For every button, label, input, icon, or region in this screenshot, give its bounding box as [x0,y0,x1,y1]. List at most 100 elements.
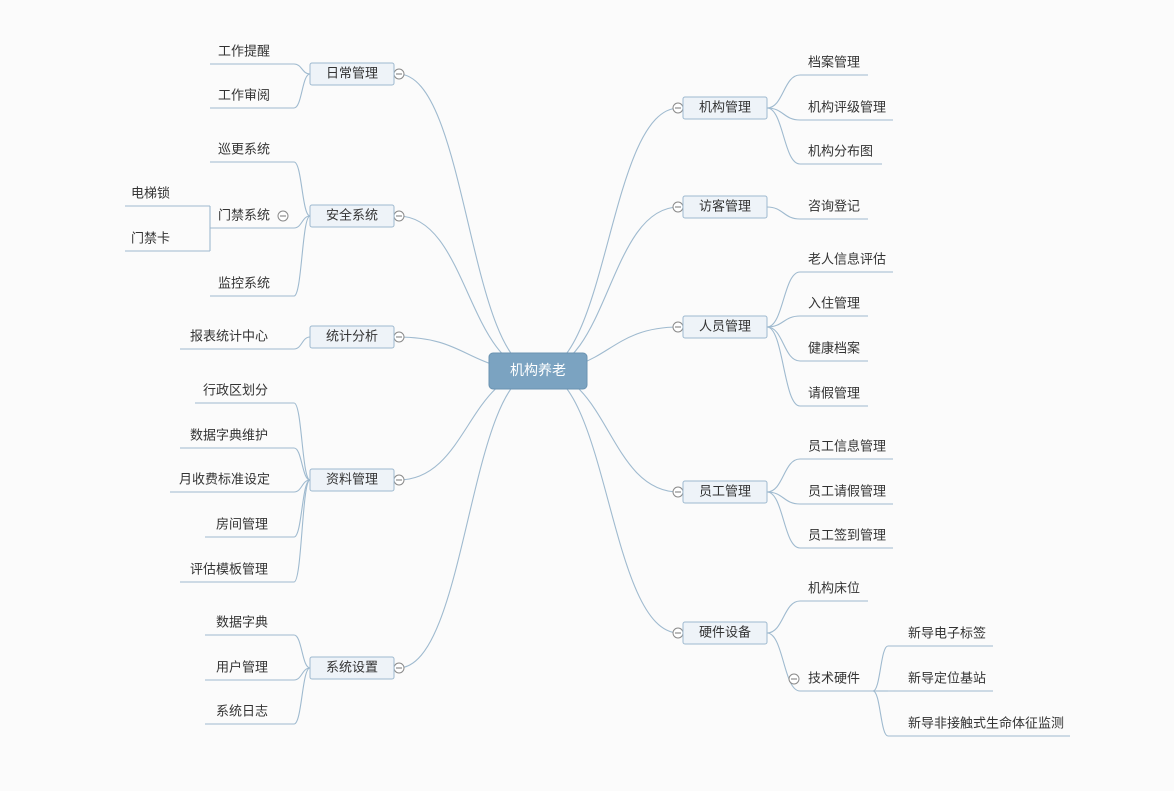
left-child-line [293,73,311,109]
left-child-node: 数据字典 [216,616,268,631]
left-child-node: 行政区划分 [203,384,268,399]
right-child-node: 请假管理 [808,387,860,402]
collapse-toggle-icon[interactable] [672,201,684,213]
right-child-node: 咨询登记 [808,200,860,215]
right-child-node: 员工请假管理 [808,485,886,500]
right-child-line [766,491,801,505]
right-child-line [766,600,801,634]
root-node[interactable]: 机构养老 [488,352,588,390]
right-child-line [766,107,801,121]
right-child-node: 老人信息评估 [808,252,886,268]
right-child-node: 机构分布图 [808,145,873,160]
left-branch-node[interactable]: 统计分析 [309,325,395,349]
right-child-line [766,632,801,692]
left-child-node: 用户管理 [216,660,268,676]
left-branch-node[interactable]: 安全系统 [309,204,395,228]
right-child-node: 档案管理 [808,56,860,71]
right-child-node: 机构床位 [808,582,860,597]
left-child-node: 月收费标准设定 [179,473,270,488]
left-child-line [293,63,311,75]
right-child-node: 员工签到管理 [808,528,886,544]
left-child-node: 工作提醒 [218,44,270,60]
collapse-toggle-icon[interactable] [393,210,405,222]
left-child-line [293,479,311,583]
root-to-right-branch-line [537,370,680,634]
right-child-line [766,315,801,328]
right-child-node: 健康档案 [808,341,860,357]
left-child-node: 巡更系统 [218,143,270,158]
grandchild-node: 新导非接触式生命体征监测 [908,716,1064,732]
right-child-node: 机构评级管理 [808,101,886,116]
tech-hardware-node: 技术硬件 [808,672,860,687]
grandchild-node: 新导定位基站 [908,671,986,687]
grandchild-line [872,690,889,737]
collapse-toggle-icon[interactable] [277,210,289,222]
left-branch-node-label: 系统设置 [326,661,378,676]
left-child-node: 房间管理 [216,517,268,533]
left-child-node: 系统日志 [216,705,268,720]
left-child-line [293,634,311,669]
left-child-line [293,402,311,481]
grandchild-node: 新导电子标签 [908,626,986,642]
root-to-right-branch-line [537,206,680,372]
collapse-toggle-icon[interactable] [672,486,684,498]
right-branch-node[interactable]: 员工管理 [682,480,768,504]
right-branch-node-label: 访客管理 [699,199,751,215]
right-branch-node[interactable]: 访客管理 [682,195,768,219]
right-branch-node-label: 硬件设备 [699,625,751,641]
left-branch-node[interactable]: 系统设置 [309,656,395,680]
grandchild-node: 门禁卡 [131,232,170,247]
root-to-left-branch-line [397,73,539,372]
left-child-line [293,447,311,481]
collapse-toggle-icon[interactable] [672,102,684,114]
right-child-line [766,326,801,407]
left-branch-node-label: 资料管理 [326,473,378,488]
right-branch-node-label: 人员管理 [699,320,751,335]
right-child-line [766,491,801,549]
right-branch-node[interactable]: 机构管理 [682,96,768,120]
left-child-line [293,336,311,350]
right-child-node: 员工信息管理 [808,439,886,455]
collapse-toggle-icon[interactable] [393,662,405,674]
left-child-line [293,215,311,297]
grandchild-node: 电梯锁 [131,186,170,202]
left-child-node: 评估模板管理 [190,563,268,578]
root-to-left-branch-line [397,370,539,669]
collapse-toggle-icon[interactable] [393,68,405,80]
left-child-node: 工作审阅 [218,89,270,104]
door-system-node: 门禁系统 [218,209,270,224]
right-child-line [766,206,801,220]
left-branch-node[interactable]: 日常管理 [309,62,395,86]
right-child-line [766,458,801,493]
left-child-node: 数据字典维护 [190,429,268,444]
left-child-node: 报表统计中心 [190,330,268,345]
collapse-toggle-icon[interactable] [672,627,684,639]
mind-map-nodes: 工作提醒工作审阅巡更系统监控系统报表统计中心行政区划分数据字典维护月收费标准设定… [131,44,1064,732]
collapse-toggle-icon[interactable] [788,673,800,685]
left-child-line [293,215,311,229]
right-branch-node-label: 机构管理 [699,101,751,116]
left-branch-node-label: 安全系统 [326,208,378,224]
root-to-right-branch-line [537,107,680,372]
right-branch-node[interactable]: 人员管理 [682,315,768,339]
grandchild-line [872,645,889,692]
right-child-line [766,326,801,362]
right-branch-node-label: 员工管理 [699,485,751,500]
right-child-line [766,107,801,165]
root-to-left-branch-line [397,215,539,372]
collapse-toggle-icon[interactable] [672,321,684,333]
right-child-line [766,74,801,109]
right-branch-node[interactable]: 硬件设备 [682,621,768,645]
right-child-line [766,271,801,328]
left-branch-node-label: 日常管理 [326,67,378,82]
left-child-line [293,667,311,725]
right-child-node: 入住管理 [808,297,860,312]
root-node-label: 机构养老 [510,363,566,379]
left-branch-node-label: 统计分析 [326,330,378,345]
collapse-toggle-icon[interactable] [393,474,405,486]
left-child-line [293,161,311,217]
collapse-toggle-icon[interactable] [393,331,405,343]
left-child-node: 监控系统 [218,277,270,292]
left-branch-node[interactable]: 资料管理 [309,468,395,492]
